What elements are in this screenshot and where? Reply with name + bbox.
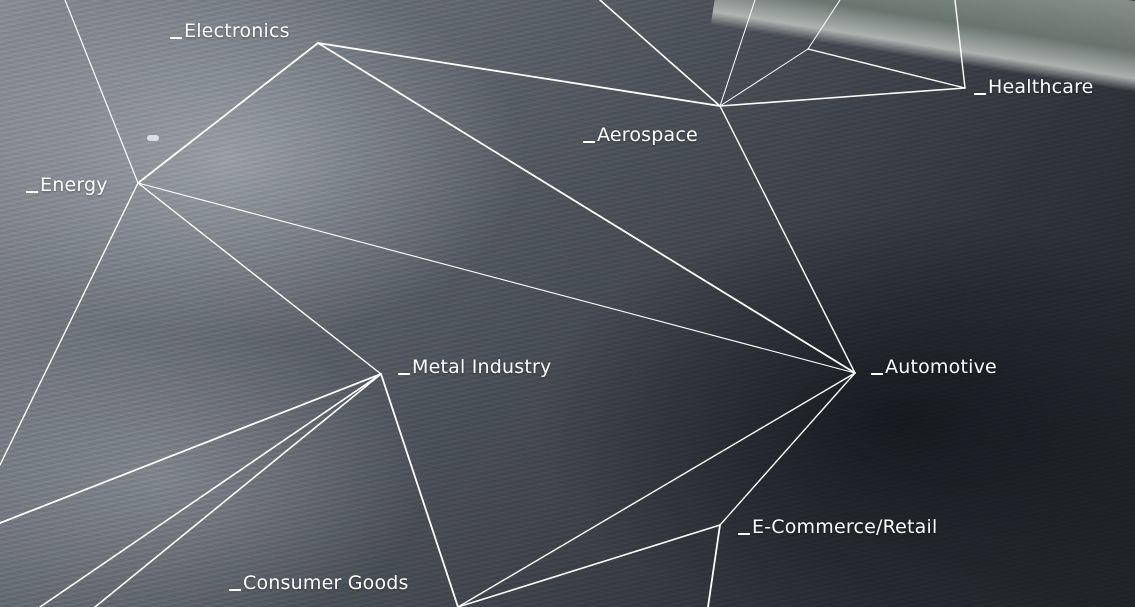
network-line: [64, 0, 139, 184]
network-line: [599, 0, 721, 107]
dash-icon: [26, 191, 38, 193]
dash-icon: [398, 373, 410, 375]
industry-link-automotive[interactable]: Automotive: [871, 356, 997, 378]
network-line: [39, 373, 382, 607]
dash-icon: [170, 37, 182, 39]
network-line: [807, 48, 966, 89]
network-line: [457, 372, 856, 607]
industry-link-e-commerce-retail[interactable]: E-Commerce/Retail: [738, 516, 937, 538]
network-line: [0, 182, 139, 466]
network-line: [719, 372, 856, 526]
network-line: [380, 373, 459, 607]
dash-icon: [738, 533, 750, 535]
dash-icon: [229, 589, 241, 591]
network-line: [954, 0, 966, 89]
network-line: [137, 182, 856, 374]
network-line: [457, 524, 721, 607]
network-line: [94, 373, 382, 607]
network-line: [807, 0, 841, 50]
industry-link-aerospace[interactable]: Aerospace: [583, 124, 698, 146]
dash-icon: [583, 141, 595, 143]
industry-link-consumer-goods[interactable]: Consumer Goods: [229, 572, 409, 594]
network-line: [719, 87, 966, 107]
industry-link-energy[interactable]: Energy: [26, 174, 108, 196]
network-line: [707, 524, 721, 607]
network-line: [317, 42, 721, 107]
industry-link-metal-industry[interactable]: Metal Industry: [398, 356, 551, 378]
dash-icon: [871, 373, 883, 375]
boat: [147, 135, 159, 141]
network-line: [719, 105, 856, 374]
dash-icon: [974, 93, 986, 95]
industry-link-healthcare[interactable]: Healthcare: [974, 76, 1094, 98]
network-line: [137, 42, 319, 184]
network-line: [719, 0, 756, 107]
network-line: [137, 182, 382, 375]
industry-link-electronics[interactable]: Electronics: [170, 20, 290, 42]
network-line: [719, 48, 809, 107]
network-line: [0, 373, 382, 524]
network-line: [317, 42, 856, 374]
